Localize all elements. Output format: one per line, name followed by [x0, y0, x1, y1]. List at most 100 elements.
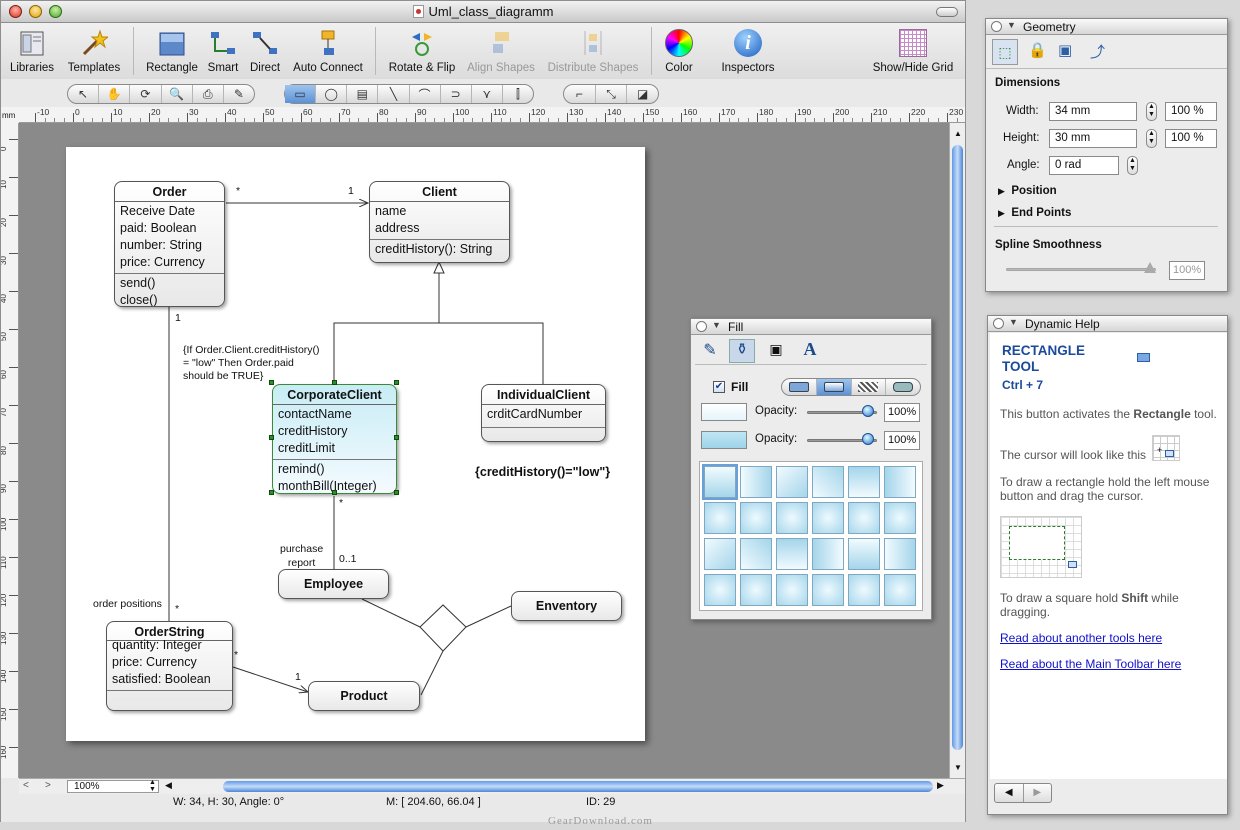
product-diamond-link[interactable]: [420, 650, 444, 696]
zoom-button[interactable]: [49, 5, 62, 18]
stamp-tool[interactable]: ⎙: [193, 85, 224, 103]
resize-tab-icon[interactable]: ▣: [1058, 42, 1073, 59]
opacity-slider-1-knob[interactable]: [862, 405, 874, 417]
gradient-preset-tile[interactable]: [776, 574, 808, 606]
width-stepper[interactable]: ▲▼: [1146, 102, 1157, 121]
ellipse-tool[interactable]: ◯: [316, 85, 348, 103]
gradient-preset-tile[interactable]: [812, 466, 844, 498]
gradient-preset-tile[interactable]: [740, 538, 772, 570]
gradient-preset-tile[interactable]: [848, 574, 880, 606]
enventory-diamond-link[interactable]: [465, 605, 512, 628]
minimize-button[interactable]: [29, 5, 42, 18]
geometry-panel-titlebar[interactable]: ▼Geometry: [986, 19, 1227, 35]
lock-tab-icon[interactable]: 🔒: [1028, 42, 1047, 59]
spline-slider-knob[interactable]: [1144, 262, 1156, 273]
selection-handle[interactable]: [269, 490, 274, 495]
show-hide-grid-button[interactable]: Show/Hide Grid: [867, 23, 959, 79]
end-points-disclosure[interactable]: ▶ End Points: [998, 207, 1071, 219]
opacity-slider-2-knob[interactable]: [862, 433, 874, 445]
gradient-preset-tile[interactable]: [776, 466, 808, 498]
position-disclosure[interactable]: ▶ Position: [998, 185, 1057, 197]
pattern-fill-option[interactable]: [852, 379, 887, 395]
constraint-note[interactable]: {If Order.Client.creditHistory()= "low" …: [183, 344, 320, 383]
angle-stepper[interactable]: ▲▼: [1127, 156, 1138, 175]
credit-constraint-label[interactable]: {creditHistory()="low"}: [475, 465, 611, 479]
selection-handle[interactable]: [269, 435, 274, 440]
direct-button[interactable]: Direct: [245, 23, 285, 79]
bezier-tool[interactable]: ⫿: [516, 86, 520, 101]
spline-value-field[interactable]: 100%: [1169, 261, 1205, 280]
libraries-button[interactable]: Libraries: [5, 23, 59, 79]
image-fill-option[interactable]: [886, 379, 920, 395]
gradient-preset-tile[interactable]: [884, 502, 916, 534]
angle-field[interactable]: 0 rad: [1049, 156, 1119, 175]
selection-handle[interactable]: [332, 380, 337, 385]
page-prev-icon[interactable]: <: [23, 780, 29, 791]
collapse-triangle-icon[interactable]: ▼: [712, 320, 721, 330]
distribute-shapes-button[interactable]: Distribute Shapes: [543, 23, 643, 79]
horizontal-scroll-thumb[interactable]: [223, 781, 933, 792]
solid-fill-option[interactable]: [782, 379, 817, 395]
close-button[interactable]: [9, 5, 22, 18]
gradient-preset-tile[interactable]: [812, 574, 844, 606]
gradient-preset-tile[interactable]: [704, 574, 736, 606]
scroll-right-arrow-icon[interactable]: ▶: [937, 780, 944, 790]
height-percent-field[interactable]: 100 %: [1165, 129, 1217, 148]
geometry-tab-icon[interactable]: ⬚: [992, 39, 1018, 65]
shadow-tab-icon[interactable]: ▣: [769, 341, 783, 357]
help-back-icon[interactable]: ◀: [995, 784, 1024, 802]
curve-tool[interactable]: ⊃: [441, 85, 472, 103]
height-stepper[interactable]: ▲▼: [1146, 129, 1157, 148]
gradient-preset-tile[interactable]: [776, 538, 808, 570]
rotate-flip-button[interactable]: Rotate & Flip: [385, 23, 459, 79]
color-button[interactable]: Color: [657, 23, 701, 79]
eyedropper-tool[interactable]: ✎: [233, 87, 244, 101]
gradient-preset-tile[interactable]: [812, 502, 844, 534]
collapse-triangle-icon[interactable]: ▼: [1007, 20, 1016, 30]
toolbar-toggle-button[interactable]: [936, 7, 958, 17]
orderstring-product-association[interactable]: [232, 666, 308, 692]
end-color-well[interactable]: [701, 431, 747, 449]
align-shapes-button[interactable]: Align Shapes: [463, 23, 539, 79]
individual-generalization[interactable]: [333, 322, 544, 392]
text-tab-icon[interactable]: A: [803, 339, 817, 359]
collapse-triangle-icon[interactable]: ▼: [1009, 317, 1018, 327]
gradient-preset-tile[interactable]: [884, 538, 916, 570]
zoom-tool[interactable]: 🔍: [162, 85, 193, 103]
arc-tool[interactable]: ⌒: [410, 85, 441, 103]
connection-tab-icon[interactable]: ⤴: [1090, 44, 1106, 61]
spline-slider[interactable]: [1006, 268, 1156, 271]
text-tool[interactable]: ▤: [347, 85, 379, 103]
smart-connector-tool[interactable]: ◪: [637, 87, 649, 101]
opacity-slider-1[interactable]: [807, 411, 877, 414]
gradient-preset-tile[interactable]: [848, 538, 880, 570]
vertical-scrollbar[interactable]: ▲ ▼: [949, 123, 965, 778]
class-individual-client[interactable]: IndividualClient crditCardNumber: [481, 384, 606, 442]
help-forward-icon[interactable]: ▶: [1033, 787, 1042, 798]
gradient-preset-tile[interactable]: [884, 466, 916, 498]
gradient-preset-tile[interactable]: [704, 538, 736, 570]
pointer-tool[interactable]: ↖: [68, 85, 100, 103]
opacity-2-field[interactable]: 100%: [884, 431, 920, 450]
panel-close-button[interactable]: [991, 21, 1002, 32]
fill-tab-icon[interactable]: ⚱: [729, 339, 755, 363]
rectangle-button[interactable]: Rectangle: [141, 23, 203, 79]
inspectors-button[interactable]: i Inspectors: [713, 23, 783, 79]
help-link-main-toolbar[interactable]: Read about the Main Toolbar here: [1000, 657, 1182, 671]
scroll-left-arrow-icon[interactable]: ◀: [165, 780, 172, 790]
zoom-stepper-icon[interactable]: ▲▼: [149, 779, 156, 793]
start-color-well[interactable]: [701, 403, 747, 421]
selection-handle[interactable]: [394, 435, 399, 440]
selection-handle[interactable]: [394, 490, 399, 495]
diagonal-connector-tool[interactable]: ⤡: [596, 85, 628, 103]
class-product[interactable]: Product: [308, 681, 420, 711]
ternary-diamond[interactable]: [419, 604, 467, 652]
templates-button[interactable]: Templates: [63, 23, 125, 79]
selection-handle[interactable]: [332, 490, 337, 495]
line-tool[interactable]: ╲: [378, 85, 410, 103]
gradient-preset-tile[interactable]: [740, 502, 772, 534]
gradient-preset-tile[interactable]: [848, 466, 880, 498]
